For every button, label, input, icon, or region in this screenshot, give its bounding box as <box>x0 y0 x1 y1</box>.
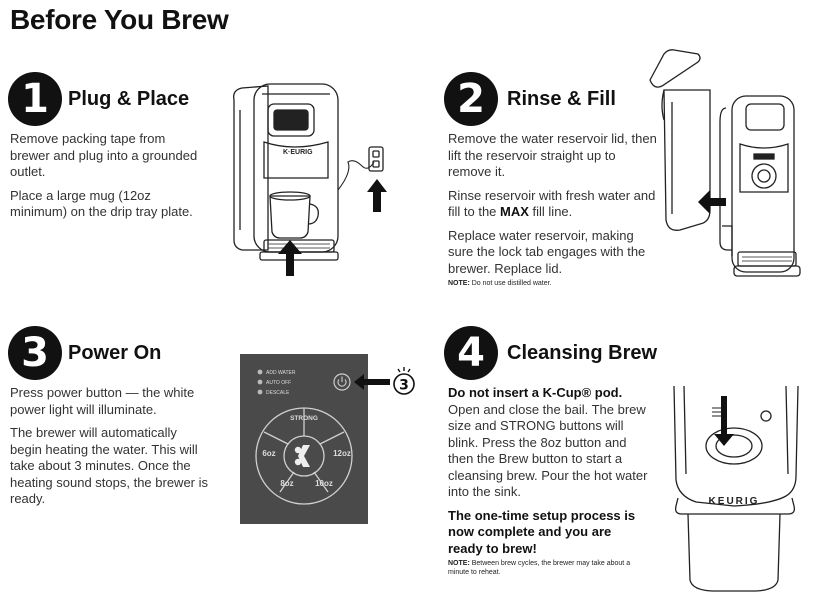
note-text: Between brew cycles, the brewer may take… <box>448 560 631 576</box>
note-text: Do not use distilled water. <box>469 280 552 287</box>
size-10oz-button[interactable]: 10oz <box>315 479 333 488</box>
step-2-note: NOTE: Do not use distilled water. <box>448 279 660 288</box>
power-icon <box>337 379 347 387</box>
step-2-badge: 2 <box>444 72 498 126</box>
step-3-paragraph: The brewer will automatically begin heat… <box>10 425 209 506</box>
step-4-badge: 4 <box>444 326 498 380</box>
size-12oz-button[interactable]: 12oz <box>333 449 351 458</box>
step-2-rinse-paragraph: Rinse reservoir with fresh water and fil… <box>448 188 660 221</box>
max-label: MAX <box>500 204 529 219</box>
arrow-icon <box>354 374 390 390</box>
step-1-paragraph: Remove packing tape from brewer and plug… <box>10 131 198 179</box>
step-1-text: Remove packing tape from brewer and plug… <box>10 131 200 228</box>
brewer-top-illustration: KEURIG <box>673 386 799 592</box>
step-2-paragraph: Remove the water reservoir lid, then lif… <box>448 131 657 179</box>
step-3-text: Press power button — the white power lig… <box>10 385 210 515</box>
callout-number: 3 <box>399 378 409 394</box>
step-4-heading: Cleansing Brew <box>507 342 658 364</box>
step-1-heading: Plug & Place <box>68 88 190 110</box>
step-1-badge: 1 <box>8 72 62 126</box>
step-4-warning: Do not insert a K-Cup® pod. <box>448 385 623 400</box>
step-4-complete: The one-time setup process is now comple… <box>448 507 636 556</box>
step-3-badge: 3 <box>8 326 62 380</box>
press-callout: 3 <box>393 367 415 395</box>
step-2-text: Remove the water reservoir lid, then lif… <box>448 131 660 288</box>
step-4-note: NOTE: Between brew cycles, the brewer ma… <box>448 559 648 577</box>
size-6oz-button[interactable]: 6oz <box>262 449 275 458</box>
strong-button-label[interactable]: STRONG <box>290 415 318 422</box>
step-3-paragraph: Press power button — the white power lig… <box>10 385 195 417</box>
size-8oz-button[interactable]: 8oz <box>280 479 293 488</box>
step-2-paragraph: Replace water reservoir, making sure the… <box>448 227 646 276</box>
indicator-lights: ADD WATER AUTO OFF DESCALE <box>257 369 296 396</box>
step-1-paragraph: Place a large mug (12oz minimum) on the … <box>10 187 193 220</box>
rinse-text: Rinse reservoir with fresh water and fil… <box>448 187 656 220</box>
note-label: NOTE: <box>448 560 470 567</box>
step-3-heading: Power On <box>68 342 162 364</box>
brew-dial[interactable] <box>255 407 353 505</box>
svg-text:K·EURIG: K·EURIG <box>283 149 313 156</box>
rinse-text-end: fill line. <box>528 204 573 219</box>
page-title: Before You Brew <box>10 4 229 35</box>
step-2-heading: Rinse & Fill <box>507 88 616 110</box>
indicator-auto-off: AUTO OFF <box>266 380 291 386</box>
indicator-descale: DESCALE <box>266 390 290 396</box>
indicator-add-water: ADD WATER <box>266 370 296 376</box>
control-panel-illustration: ADD WATER AUTO OFF DESCALE STRONG 6oz 8o… <box>240 354 415 524</box>
step-4-instructions: Open and close the bail. The brew size a… <box>448 401 648 500</box>
note-label: NOTE: <box>448 280 470 287</box>
k-logo-icon <box>294 445 310 467</box>
brewer-plug-illustration: K·EURIG <box>233 83 387 276</box>
step-4-text: Do not insert a K-Cup® pod. Open and clo… <box>448 385 648 577</box>
arrow-down-icon <box>714 396 734 446</box>
reservoir-illustration <box>649 49 801 277</box>
brand-label: KEURIG <box>709 496 760 507</box>
power-button[interactable] <box>333 373 351 391</box>
